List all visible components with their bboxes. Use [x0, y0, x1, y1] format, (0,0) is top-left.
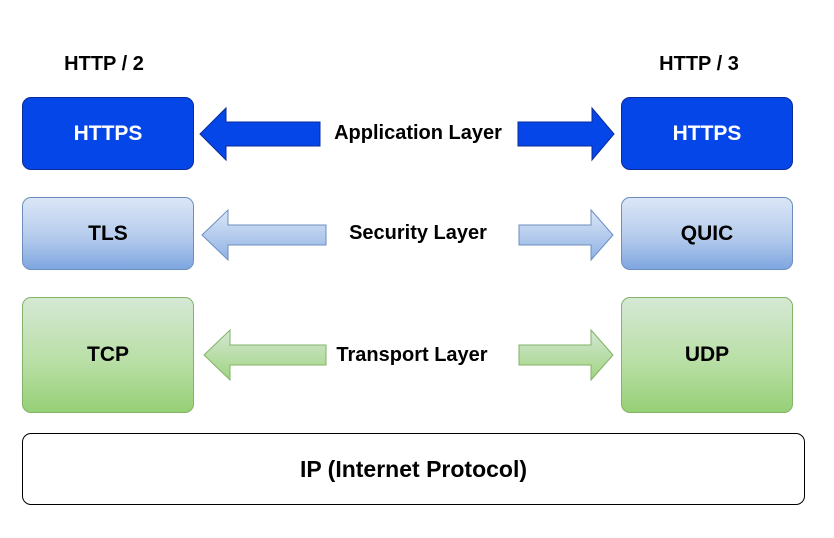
transport-layer-label: Transport Layer	[336, 344, 488, 366]
transport-left-arrow	[203, 328, 327, 382]
security-left-arrow	[201, 208, 327, 262]
http3-udp-box: UDP	[621, 297, 793, 413]
http2-https-box: HTTPS	[22, 97, 194, 170]
http3-https-box: HTTPS	[621, 97, 793, 170]
http2-column-title: HTTP / 2	[64, 53, 144, 75]
http3-quic-box: QUIC	[621, 197, 793, 270]
transport-right-arrow	[518, 328, 614, 382]
http3-column-title: HTTP / 3	[659, 53, 739, 75]
application-layer-label: Application Layer	[334, 122, 502, 144]
security-layer-label: Security Layer	[349, 222, 487, 244]
application-left-arrow	[199, 106, 321, 162]
ip-protocol-box: IP (Internet Protocol)	[22, 433, 805, 505]
http2-tls-box: TLS	[22, 197, 194, 270]
application-right-arrow	[517, 106, 615, 162]
security-right-arrow	[518, 208, 614, 262]
http2-tcp-box: TCP	[22, 297, 194, 413]
